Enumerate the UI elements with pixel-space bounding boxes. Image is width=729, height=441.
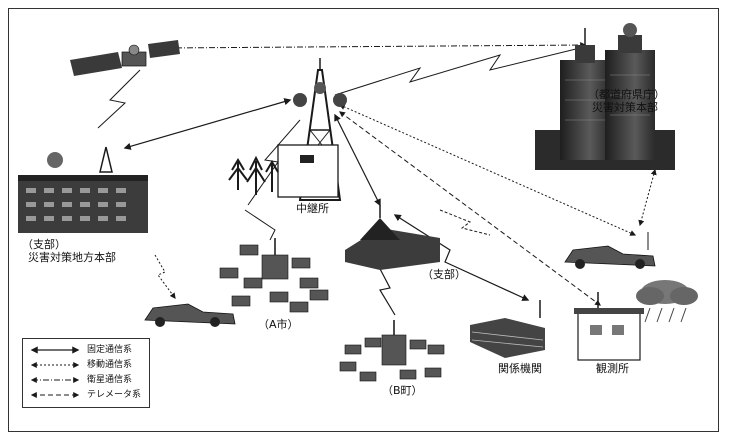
legend-label: テレメータ系 (87, 390, 142, 400)
diagram-frame (8, 8, 719, 432)
label-agency: 関係機関 (498, 362, 542, 375)
car-left-icon (144, 303, 236, 327)
trees-icon (228, 155, 279, 195)
label-prefecture-hq-line1: （都道府県庁） (588, 88, 665, 101)
label-prefecture-hq-line2: 災害対策本部 (592, 101, 658, 114)
observatory-building-icon (574, 292, 644, 361)
link-branch-town-b (377, 264, 396, 316)
link-satellite-hq (163, 42, 587, 51)
label-relay-station: 中継所 (296, 202, 329, 215)
link-relay-branch-left (123, 98, 292, 150)
legend-item-fixed: 固定通信系 (29, 343, 147, 357)
legend-solid-line-icon (30, 346, 80, 354)
link-relay-hq (334, 47, 581, 96)
center-branch-building-icon (345, 205, 440, 270)
city-a-houses-icon (219, 238, 329, 313)
legend-dotted-line-icon (30, 362, 80, 368)
label-branch-left-line1: （支部） (22, 238, 66, 251)
link-branch-car (154, 254, 176, 299)
label-city-a: （A市） (258, 318, 299, 331)
link-branch-observatory (439, 209, 491, 236)
label-branch-left-line2: 災害対策地方本部 (28, 251, 116, 264)
link-hq-car (638, 168, 657, 227)
prefecture-hq-building-icon (535, 23, 675, 170)
branch-office-building-icon (18, 146, 148, 233)
agency-building-icon (470, 300, 545, 358)
legend-label: 衛星通信系 (87, 375, 133, 385)
label-branch-center: （支部） (422, 268, 466, 281)
town-b-houses-icon (339, 320, 445, 382)
label-observatory: 観測所 (596, 362, 629, 375)
legend-item-satellite: 衛星通信系 (29, 373, 147, 387)
legend-label: 移動通信系 (87, 360, 133, 370)
link-relay-car (338, 104, 637, 236)
car-right-icon (564, 232, 656, 269)
legend-item-mobile: 移動通信系 (29, 358, 147, 372)
legend-label: 固定通信系 (87, 345, 133, 355)
relay-tower-icon (277, 58, 347, 201)
link-relay-branch-center (334, 113, 381, 207)
satellite-icon (70, 40, 180, 76)
legend-item-telemeter: テレメータ系 (29, 388, 147, 402)
label-town-b: （B町） (382, 384, 423, 397)
legend-dashed-line-icon (30, 392, 80, 398)
link-satellite-branch (97, 69, 141, 129)
link-relay-city-a (244, 209, 276, 241)
legend-dashdot-line-icon (30, 377, 80, 383)
rain-cloud-icon (636, 280, 698, 323)
legend: 固定通信系 移動通信系 衛星通信系 テレメータ系 (22, 338, 150, 408)
link-branch-agency (393, 214, 530, 301)
